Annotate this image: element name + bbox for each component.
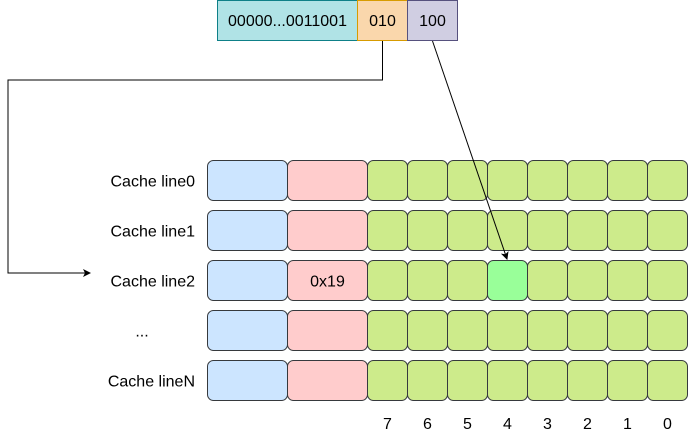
address-bar: 00000...0011001 010 100	[217, 0, 458, 41]
data-byte-cell	[487, 360, 528, 401]
tag-cell	[287, 360, 368, 401]
data-byte-cell	[407, 160, 448, 201]
data-byte-cell	[367, 360, 408, 401]
data-byte-cell	[607, 160, 648, 201]
data-byte-cell	[647, 210, 688, 251]
byte-index-label: 0	[663, 416, 672, 433]
cache-line-label: Cache line0	[111, 174, 196, 191]
tag-cell	[287, 160, 368, 201]
valid-bit-cell	[207, 310, 288, 351]
data-byte-cell	[527, 360, 568, 401]
cache-line-row: ...	[135, 310, 688, 351]
data-byte-cell	[447, 210, 488, 251]
cache-line-row: Cache line2 0x19	[111, 260, 688, 301]
data-byte-cell	[407, 260, 448, 301]
address-tag-field	[217, 0, 358, 41]
cache-line-label: Cache line2	[111, 274, 196, 291]
data-byte-cell	[607, 310, 648, 351]
index-to-line-arrow	[7, 41, 383, 277]
cache-line-label: Cache line1	[111, 224, 196, 241]
address-offset-text: 100	[419, 13, 446, 30]
cache-line-row: Cache lineN	[108, 360, 688, 401]
data-byte-cell	[647, 360, 688, 401]
data-byte-cell	[567, 260, 608, 301]
data-byte-cell	[367, 260, 408, 301]
data-byte-cell	[567, 210, 608, 251]
data-byte-cell	[407, 210, 448, 251]
byte-index-label: 4	[503, 416, 512, 433]
offset-to-byte-arrow	[432, 40, 509, 260]
valid-bit-cell	[207, 260, 288, 301]
data-byte-cell-selected	[487, 260, 528, 301]
address-index-field	[357, 0, 408, 41]
data-byte-cell	[367, 310, 408, 351]
data-byte-cell	[607, 360, 648, 401]
byte-index-label: 7	[383, 416, 392, 433]
data-byte-cell	[487, 210, 528, 251]
valid-bit-cell	[207, 360, 288, 401]
byte-index-label: 3	[543, 416, 552, 433]
byte-index-label: 5	[463, 416, 472, 433]
data-byte-cell	[527, 260, 568, 301]
tag-cell	[287, 210, 368, 251]
data-byte-cell	[407, 360, 448, 401]
data-byte-cell	[487, 310, 528, 351]
data-byte-cell	[487, 160, 528, 201]
data-byte-cell	[647, 160, 688, 201]
data-byte-cell	[447, 260, 488, 301]
tag-value-text: 0x19	[310, 274, 345, 291]
address-index-text: 010	[369, 13, 396, 30]
data-byte-cell	[567, 160, 608, 201]
data-byte-cell	[567, 310, 608, 351]
byte-index-label: 6	[423, 416, 432, 433]
data-byte-cell	[407, 310, 448, 351]
data-byte-cell	[527, 310, 568, 351]
data-byte-cell	[567, 360, 608, 401]
valid-bit-cell	[207, 160, 288, 201]
byte-index-labels: 7 6 5 4 3 2 1 0	[383, 416, 672, 433]
byte-index-label: 1	[623, 416, 632, 433]
data-byte-cell	[527, 160, 568, 201]
data-byte-cell	[607, 210, 648, 251]
data-byte-cell	[447, 160, 488, 201]
data-byte-cell	[367, 160, 408, 201]
data-byte-cell	[607, 260, 648, 301]
data-byte-cell	[527, 210, 568, 251]
address-tag-text: 00000...0011001	[228, 13, 347, 30]
data-byte-cell	[447, 360, 488, 401]
address-offset-field	[407, 0, 458, 41]
byte-index-label: 2	[583, 416, 592, 433]
data-byte-cell	[647, 260, 688, 301]
data-byte-cell	[447, 310, 488, 351]
valid-bit-cell	[207, 210, 288, 251]
cache-line-row: Cache line1	[111, 210, 688, 251]
cache-line-label: Cache lineN	[108, 374, 195, 391]
tag-cell	[287, 310, 368, 351]
cache-line-label: ...	[135, 324, 148, 341]
data-byte-cell	[367, 210, 408, 251]
data-byte-cell	[647, 310, 688, 351]
cache-line-row: Cache line0	[111, 160, 688, 201]
